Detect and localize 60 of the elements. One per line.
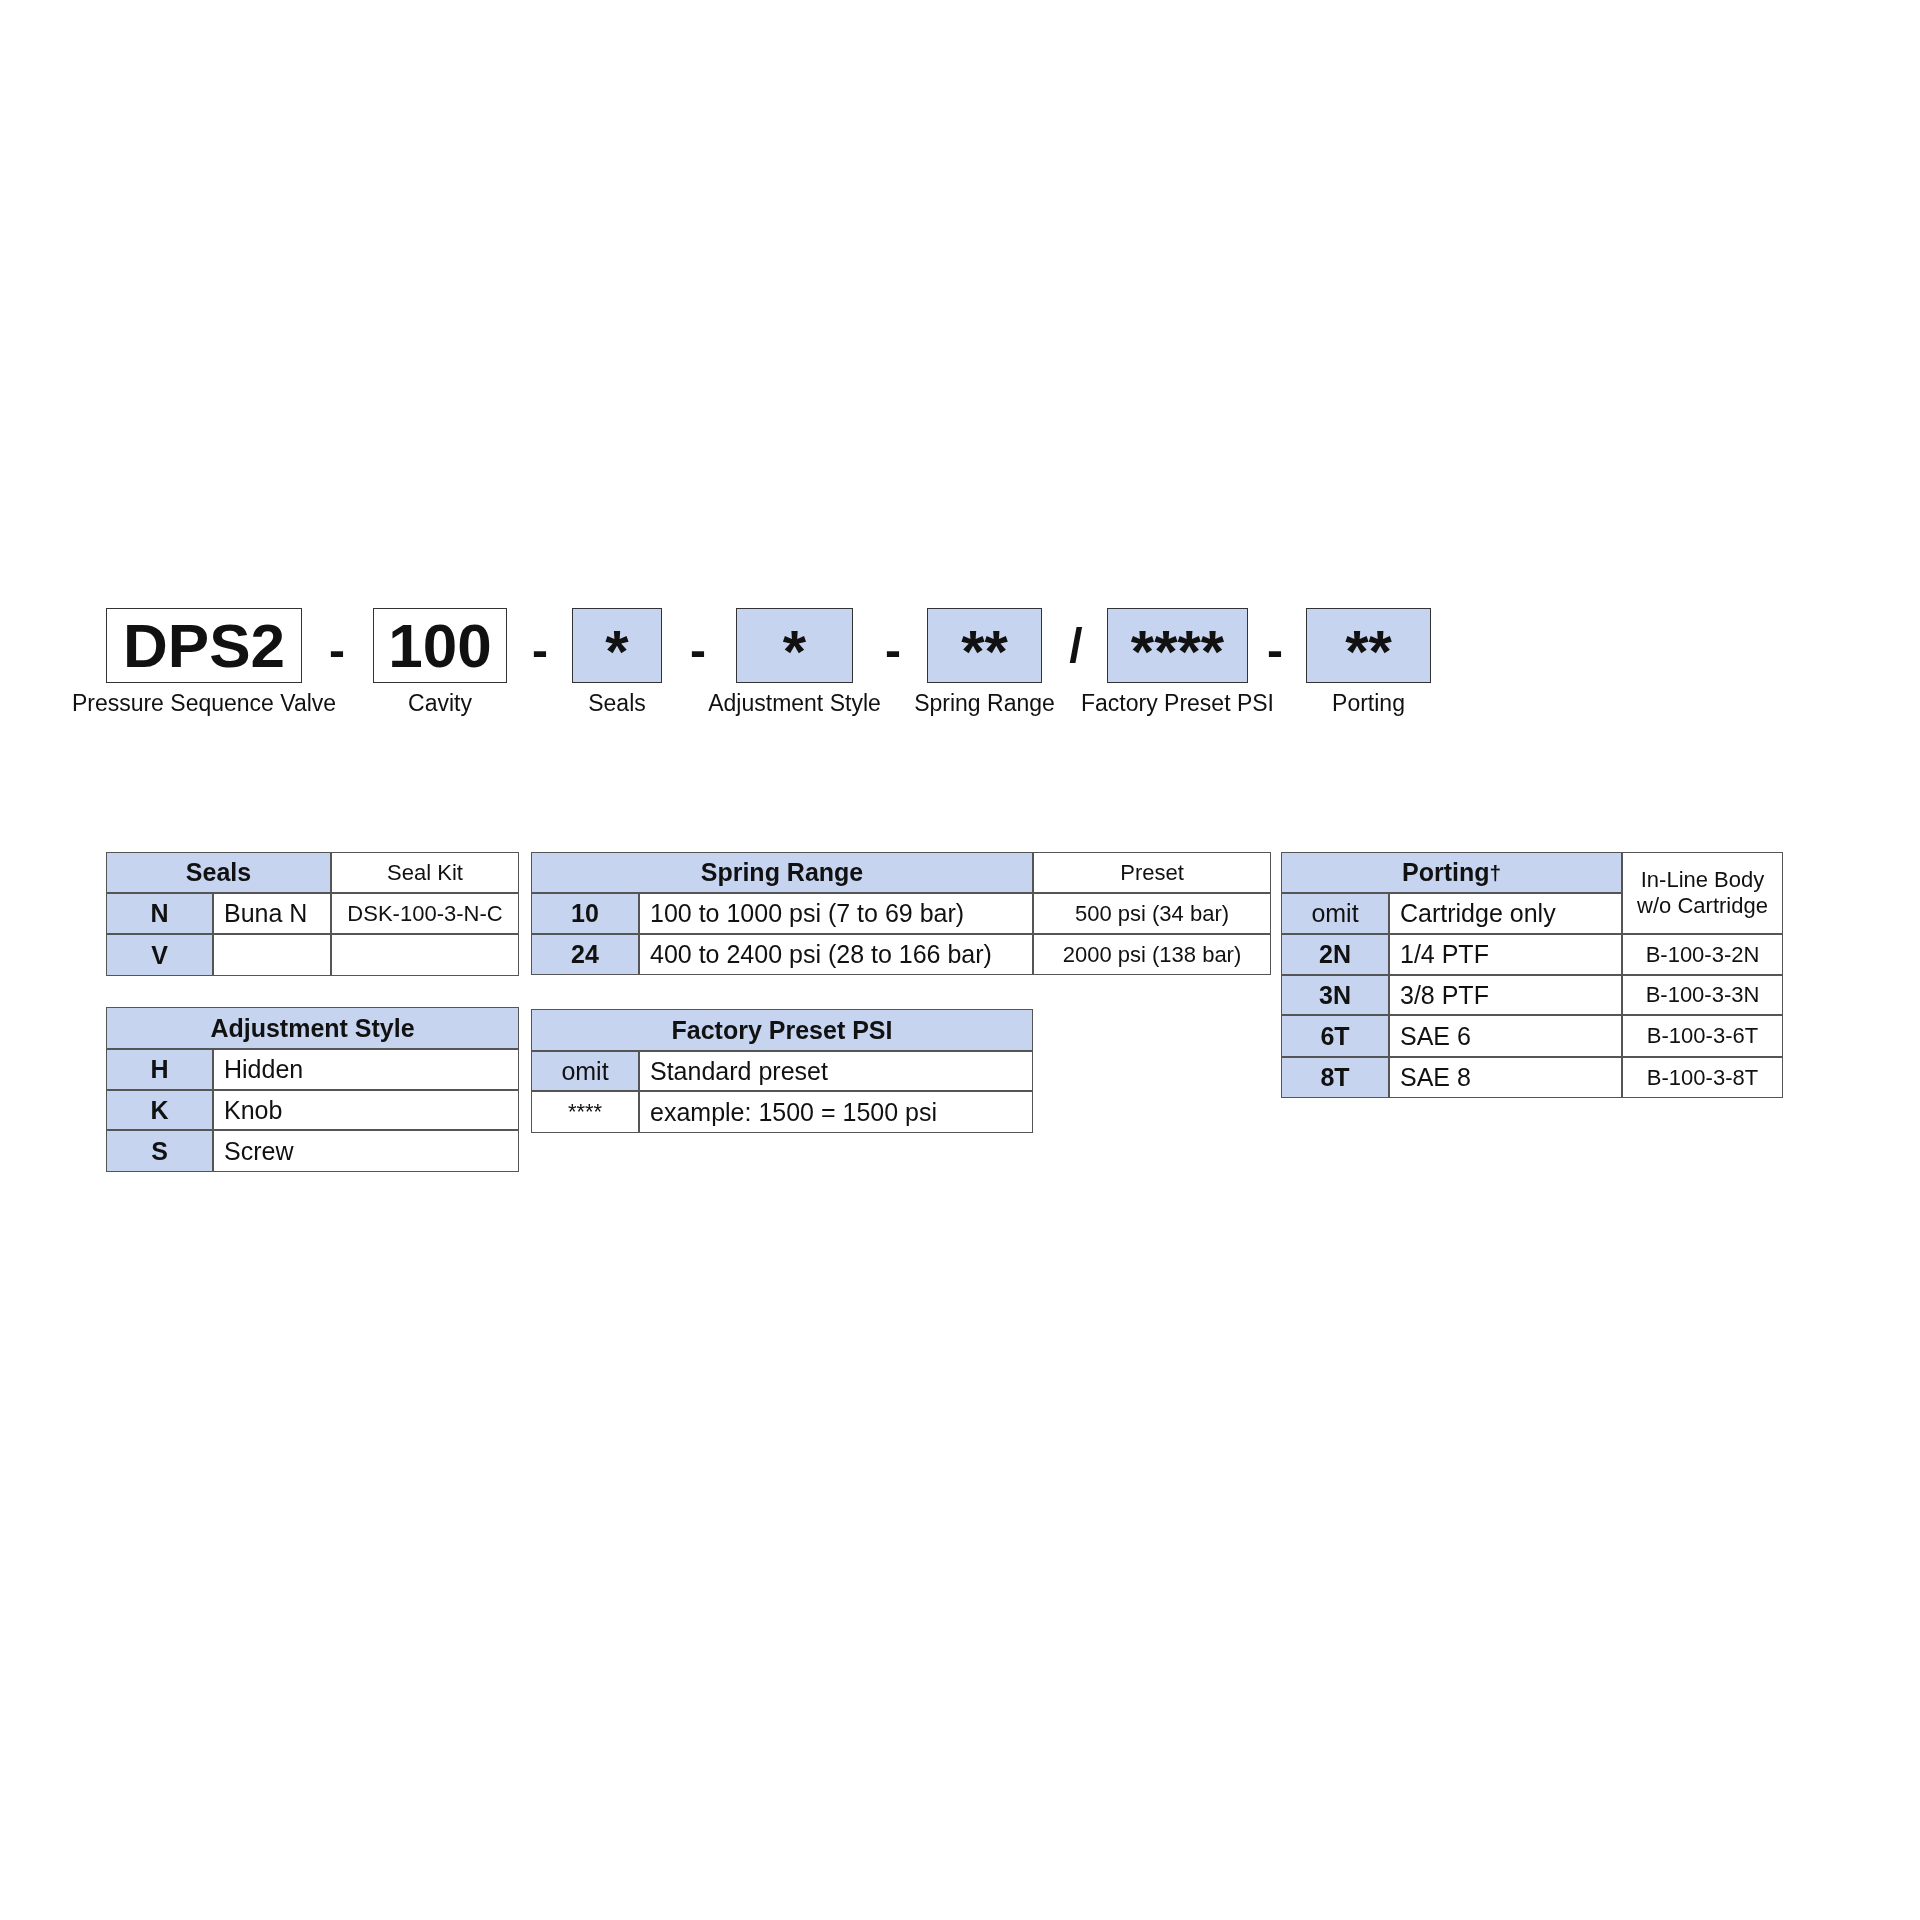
header-cell: Adjustment Style [106,1007,519,1049]
table-cell: Screw [213,1130,519,1172]
header-cell: Seals [106,852,331,893]
table-cell: Buna N [213,893,331,934]
caption-label: Factory Preset PSI [1080,690,1275,718]
code-cell: S [106,1130,213,1172]
header-cell: Seal Kit [331,852,519,893]
header-cell: In-Line Body w/o Cartridge [1622,852,1783,934]
caption-label: Pressure Sequence Valve [70,690,338,718]
table-cell: B-100-3-6T [1622,1015,1783,1057]
code-box: * [572,608,662,683]
code-cell: V [106,934,213,976]
table-cell: Standard preset [639,1051,1033,1091]
table-cell: SAE 6 [1389,1015,1622,1057]
table-cell: 400 to 2400 psi (28 to 166 bar) [639,934,1033,975]
table-cell: B-100-3-3N [1622,975,1783,1015]
table-cell: SAE 8 [1389,1057,1622,1098]
table-cell: 500 psi (34 bar) [1033,893,1271,934]
table-cell: Hidden [213,1049,519,1090]
code-cell: omit [531,1051,639,1091]
table-cell: **** [531,1091,639,1133]
code-box: ** [1306,608,1431,683]
table-cell: 1/4 PTF [1389,934,1622,975]
code-cell: N [106,893,213,934]
code-box: 100 [373,608,507,683]
separator-symbol: - [531,622,549,679]
separator-symbol: - [1266,622,1284,679]
separator-symbol: - [689,622,707,679]
caption-label: Seals [587,690,647,718]
table-cell: 2000 psi (138 bar) [1033,934,1271,975]
separator-symbol: / [1068,617,1084,674]
table-cell: 100 to 1000 psi (7 to 69 bar) [639,893,1033,934]
code-cell: 24 [531,934,639,975]
caption-label: Spring Range [913,690,1056,718]
code-cell: H [106,1049,213,1090]
code-box: **** [1107,608,1248,683]
separator-symbol: - [328,622,346,679]
table-cell: example: 1500 = 1500 psi [639,1091,1033,1133]
caption-label: Cavity [407,690,473,718]
code-cell: 6T [1281,1015,1389,1057]
code-cell: omit [1281,893,1389,934]
code-box: * [736,608,853,683]
table-cell: B-100-3-8T [1622,1057,1783,1098]
header-cell: Factory Preset PSI [531,1009,1033,1051]
code-cell: K [106,1090,213,1130]
code-cell: 10 [531,893,639,934]
code-box: DPS2 [106,608,302,683]
separator-symbol: - [884,622,902,679]
code-cell: 2N [1281,934,1389,975]
table-cell: DSK-100-3-N-C [331,893,519,934]
header-cell: Spring Range [531,852,1033,893]
caption-label: Adjustment Style [707,690,882,718]
table-cell: 3/8 PTF [1389,975,1622,1015]
table-cell: B-100-3-2N [1622,934,1783,975]
table-cell: Knob [213,1090,519,1130]
table-cell: Cartridge only [1389,893,1622,934]
header-cell: Preset [1033,852,1271,893]
code-box: ** [927,608,1042,683]
code-cell: 3N [1281,975,1389,1015]
code-cell: 8T [1281,1057,1389,1098]
